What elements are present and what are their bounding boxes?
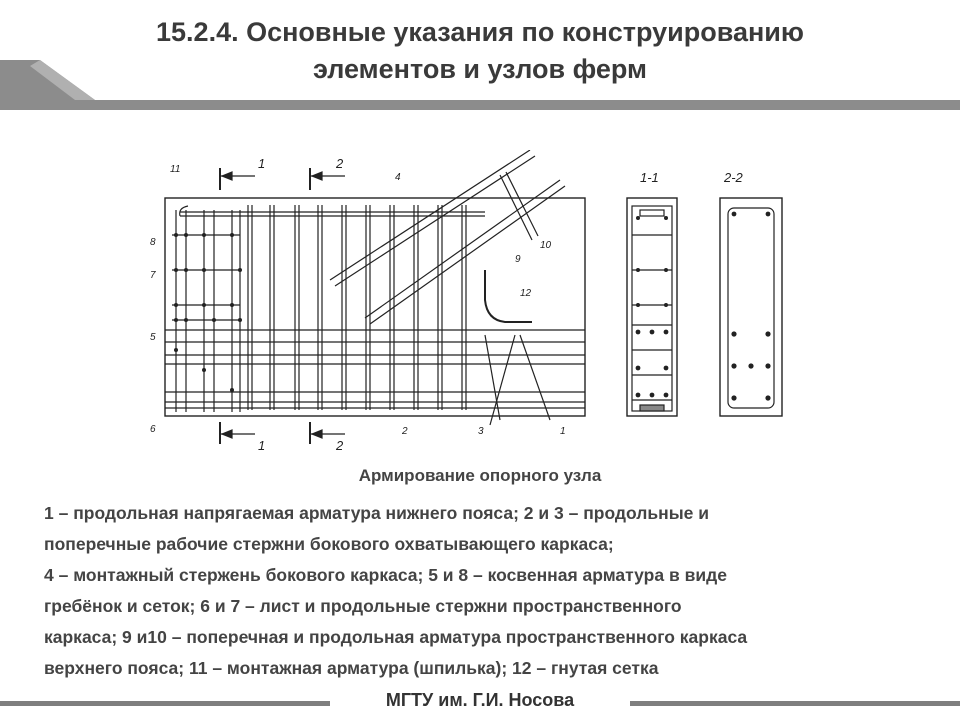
legend-line-4: гребёнок и сеток; 6 и 7 – лист и продоль… [44,596,682,616]
legend-line-6: верхнего пояса; 11 – монтажная арматура … [44,658,659,678]
footer-divider-right [630,701,960,706]
title-line-1: 15.2.4. Основные указания по конструиров… [156,17,804,47]
section-2-2 [719,197,783,417]
footer-institution: МГТУ им. Г.И. Носова [385,690,575,710]
callout-label: 4 [395,172,401,183]
figure-caption: Армирование опорного узла [358,466,602,485]
callout-label: 8 [150,237,156,248]
callout-label: 5 [150,332,156,343]
callout-label: 6 [150,424,156,435]
section-title: 1-1 [640,170,659,185]
legend-description: 1 – продольная напрягаемая арматура нижн… [44,498,924,684]
support-node-elevation [164,150,586,444]
header-decor-bar [0,60,960,110]
legend-line-5: каркаса; 9 и10 – поперечная и продольная… [44,627,748,647]
section-mark: 2 [335,156,344,171]
callout-label: 7 [150,270,156,281]
footer-divider-left [0,701,330,706]
section-mark: 1 [258,156,265,171]
callout-label: 10 [540,240,552,251]
section-title: 2-2 [723,170,744,185]
section-1-1 [626,197,678,417]
callout-label: 9 [515,254,521,265]
slide-title: 15.2.4. Основные указания по конструиров… [0,14,960,88]
section-mark: 1 [258,438,265,453]
callout-label: 11 [170,164,180,175]
callout-label: 1 [560,426,566,437]
callout-label: 3 [478,426,484,437]
title-line-2: элементов и узлов ферм [312,54,648,84]
legend-line-3: 4 – монтажный стержень бокового каркаса;… [44,565,727,585]
section-mark: 2 [335,438,344,453]
callout-label: 2 [401,426,408,437]
legend-line-2: поперечные рабочие стержни бокового охва… [44,534,614,554]
callout-label: 12 [520,288,532,299]
legend-line-1: 1 – продольная напрягаемая арматура нижн… [44,503,710,523]
